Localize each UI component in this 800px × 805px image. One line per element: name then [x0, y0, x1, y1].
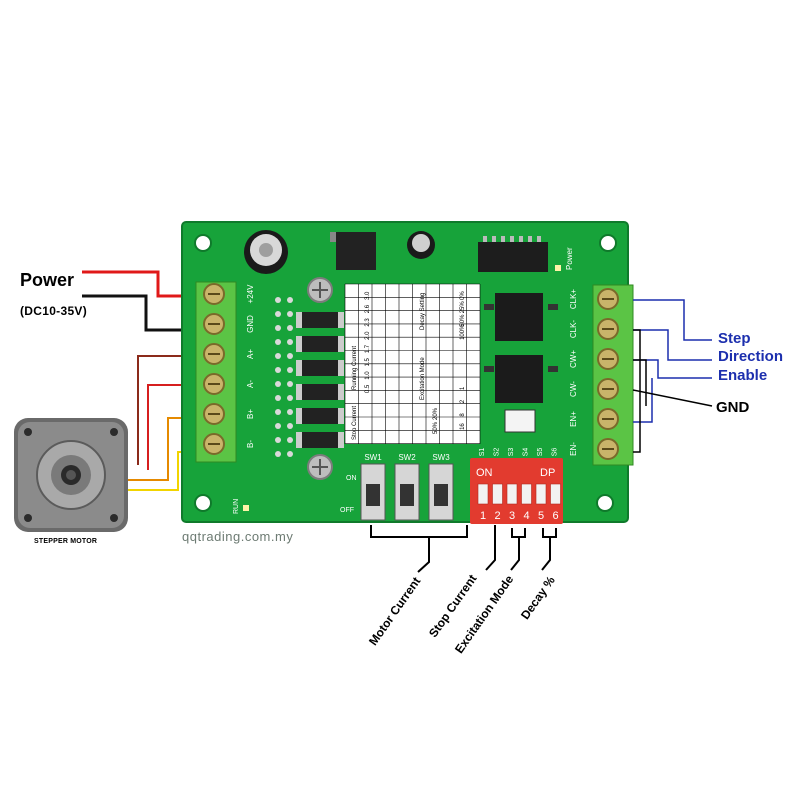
table-cell-text: 3.0 [365, 291, 371, 300]
dip-dp-label: DP [540, 467, 555, 479]
dip-switch-6 [550, 483, 561, 505]
terminal-label: B+ [246, 409, 255, 419]
smd-component [300, 312, 340, 328]
direction-signal-line [633, 329, 712, 361]
terminal-label: +24V [246, 284, 255, 304]
stop-current-bracket [485, 525, 496, 571]
dip-pin-label: S5 [537, 448, 544, 457]
table-cell-text: 8 [460, 413, 466, 417]
table-cell-text: 50% [460, 314, 466, 327]
switch-off-label: OFF [340, 507, 354, 514]
dip-number: 4 [523, 510, 529, 522]
table-cell-text: 100% [460, 324, 466, 340]
table-cell-text: 2 [460, 399, 466, 403]
excitation-mode-bracket [510, 528, 526, 571]
watermark: qqtrading.com.my [182, 529, 294, 544]
table-cell-text: Stop Current [352, 406, 358, 440]
dip-number: 5 [538, 510, 544, 522]
gnd-label: GND [716, 399, 750, 416]
smd-component [300, 360, 340, 376]
driver-board: +24V GND A+ A- B+ B- CLK+ CLK- CW+ CW- EN+ EN- [181, 221, 634, 524]
dip-switch-3 [506, 483, 518, 505]
power-negative-wire [82, 294, 210, 332]
dip-number: 6 [552, 510, 558, 522]
power-label: Power [20, 270, 75, 290]
table-cell-text: 2.3 [365, 318, 371, 327]
terminal-label: EN- [569, 442, 578, 456]
run-led-label: RUN [233, 499, 240, 514]
dip-number: 1 [480, 510, 486, 522]
dip-number: 3 [509, 510, 515, 522]
table-cell-text: Decay Setting [420, 293, 426, 330]
dip-switch-2 [492, 483, 503, 505]
table-cell-text: 0.5 [365, 384, 371, 393]
table-cell-text: 1.7 [365, 344, 371, 353]
table-cell-text: 1.5 [365, 357, 371, 366]
dip-switch-1 [477, 483, 489, 505]
terminal-label: CLK+ [569, 289, 578, 310]
smd-component [300, 432, 340, 448]
terminal-label: A+ [246, 349, 255, 359]
terminal-label: B- [246, 440, 255, 448]
smd-component [300, 336, 340, 352]
table-cell-text: Excitation Mode [420, 357, 426, 400]
switch-label: SW1 [364, 453, 382, 462]
dip-pin-label: S6 [552, 448, 559, 457]
table-cell-text: Running Current [352, 346, 358, 390]
switch-label: SW3 [432, 453, 450, 462]
table-cell-text: 2.0 [365, 331, 371, 340]
step-signal-line [633, 299, 712, 341]
terminal-label: EN+ [569, 411, 578, 427]
terminal-label: GND [246, 315, 255, 333]
table-cell-text: 0% [460, 291, 466, 300]
dip-number: 2 [494, 510, 500, 522]
dip-pin-label: S4 [523, 448, 530, 457]
table-cell-text: 2.6 [365, 304, 371, 313]
motor-current-bracket [370, 525, 468, 573]
gnd-line-4 [633, 359, 647, 406]
gnd-line-2 [633, 329, 641, 406]
terminal-label: CW- [569, 381, 578, 397]
table-cell-text: 1.0 [365, 371, 371, 380]
dip-pin-label: S3 [508, 448, 515, 457]
table-cell-text: 20% [433, 407, 439, 420]
smd-component [300, 384, 340, 400]
table-cell-text: 16 [460, 423, 466, 430]
table-cell-text: 50% [433, 421, 439, 434]
stepper-motor-caption: STEPPER MOTOR [34, 538, 98, 545]
smd-component [300, 408, 340, 424]
dip-pin-label: S2 [494, 448, 501, 457]
table-cell-text: 25% [460, 301, 466, 314]
enable-signal-line [633, 359, 712, 379]
gnd-line-1 [632, 389, 713, 407]
stepper-motor-image [14, 418, 128, 532]
direction-label: Direction [718, 348, 784, 365]
step-label: Step [718, 330, 751, 347]
power-voltage-range: (DC10-35V) [20, 304, 88, 318]
switch-on-label: ON [346, 475, 357, 482]
gnd-line-3 [633, 406, 641, 453]
terminal-label: A- [246, 380, 255, 388]
dip-pin-label: S1 [479, 448, 486, 457]
switch-label: SW2 [398, 453, 416, 462]
dip-switch-4 [521, 483, 532, 505]
terminal-label: CLK- [569, 320, 578, 339]
terminal-label: CW+ [569, 350, 578, 368]
enable-label: Enable [718, 367, 768, 384]
dip-switch-5 [535, 483, 547, 505]
dip-on-label: ON [476, 467, 493, 479]
enable-signal-line-2 [633, 378, 653, 423]
power-led-label: Power [565, 247, 574, 270]
decay-bracket [541, 528, 557, 571]
table-cell-text: 1 [460, 386, 466, 390]
